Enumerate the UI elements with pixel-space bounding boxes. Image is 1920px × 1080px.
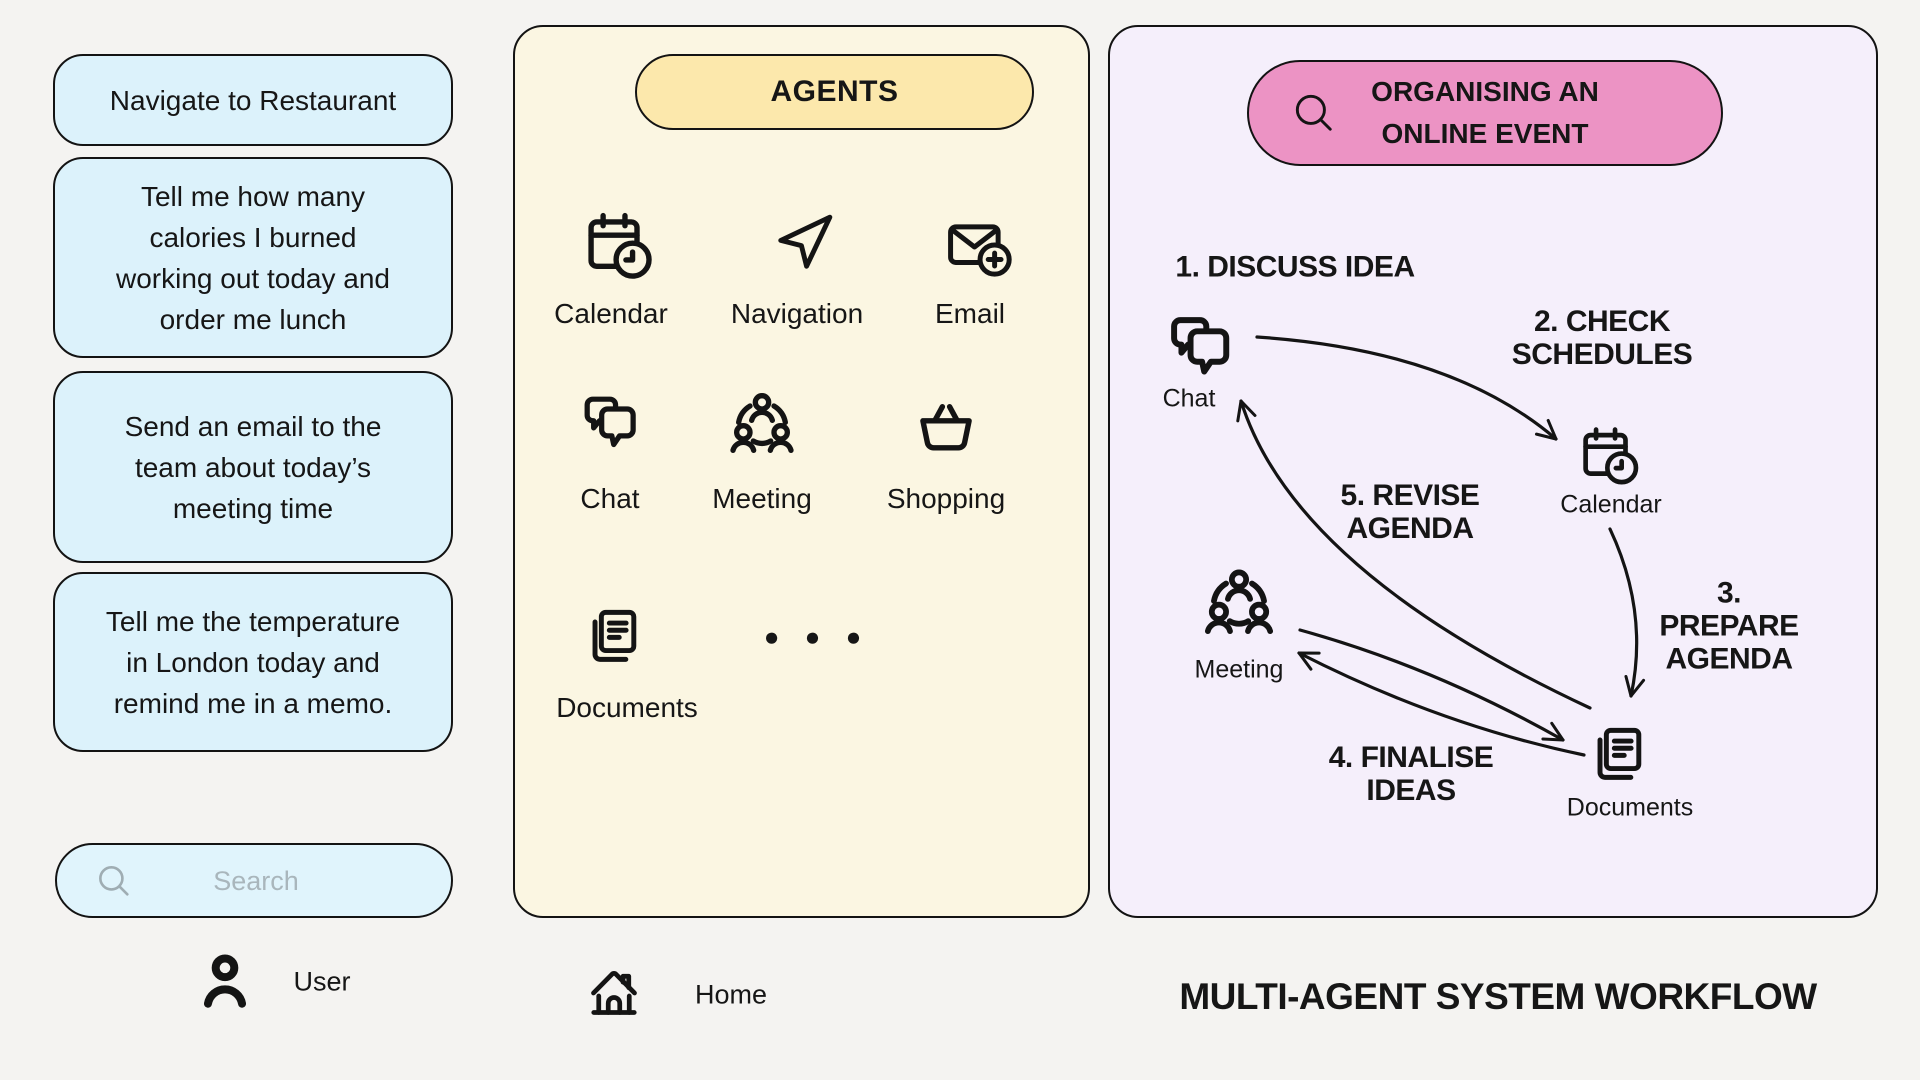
arrow-revise-agenda <box>1236 399 1592 710</box>
home-label[interactable]: Home <box>694 979 768 1010</box>
search-input[interactable] <box>57 845 455 918</box>
workflow-node-label: Meeting <box>1194 655 1284 684</box>
prompt-bubble[interactable]: Send an email to the team about today’s … <box>53 371 453 563</box>
agent-label[interactable]: Email <box>934 298 1006 329</box>
arrow-meeting-to-docs <box>1298 628 1565 742</box>
agent-label[interactable]: Calendar <box>554 298 668 329</box>
workflow-arrows <box>1236 335 1646 757</box>
documents-icon <box>1586 721 1652 787</box>
prompt-bubble[interactable]: Tell me how many calories I burned worki… <box>53 157 453 358</box>
agent-label[interactable]: Documents <box>556 692 698 723</box>
chat-bubbles-icon <box>1158 304 1242 388</box>
workflow-node-label: Documents <box>1566 793 1694 822</box>
agents-panel-title-pill: AGENTS <box>635 54 1034 130</box>
more-agents-ellipsis[interactable]: ● ● ● <box>763 621 871 652</box>
workflow-step-label: 1. DISCUSS IDEA <box>1175 250 1415 284</box>
user-label: User <box>293 966 351 997</box>
page-title: MULTI-AGENT SYSTEM WORKFLOW <box>1179 976 1817 1017</box>
workflow-title-pill: ORGANISING AN ONLINE EVENT <box>1247 60 1723 166</box>
workflow-node-label: Calendar <box>1560 490 1662 519</box>
workflow-node-label: Chat <box>1162 384 1216 413</box>
arrow-check-schedules <box>1255 335 1558 441</box>
arrow-prepare-agenda <box>1608 527 1646 698</box>
calendar-clock-icon[interactable] <box>580 208 656 284</box>
agent-label[interactable]: Meeting <box>712 483 812 514</box>
calendar-clock-icon <box>1576 423 1642 489</box>
workflow-panel: ORGANISING AN ONLINE EVENT Chat <box>1108 25 1878 918</box>
prompt-bubble[interactable]: Navigate to Restaurant <box>53 54 453 146</box>
home-icon[interactable] <box>584 963 644 1023</box>
agents-panel: AGENTS Calendar Navigation Email <box>513 25 1090 918</box>
shopping-basket-icon[interactable] <box>910 392 982 464</box>
chat-bubbles-icon[interactable] <box>573 385 647 459</box>
workflow-step-label: 2. CHECK SCHEDULES <box>1511 305 1693 371</box>
workflow-step-label: 5. REVISE AGENDA <box>1340 479 1480 545</box>
prompt-bubble[interactable]: Tell me the temperature in London today … <box>53 572 453 752</box>
agents-panel-title: AGENTS <box>770 75 899 108</box>
workflow-title: ORGANISING AN ONLINE EVENT <box>1371 76 1599 149</box>
documents-icon[interactable] <box>581 603 647 669</box>
search-bar[interactable] <box>55 843 455 918</box>
agent-label[interactable]: Shopping <box>886 483 1006 514</box>
people-group-icon <box>1196 562 1282 648</box>
search-icon <box>1289 88 1339 138</box>
workflow-step-label: 3. PREPARE AGENDA <box>1659 576 1799 676</box>
arrow-docs-to-meeting <box>1297 651 1586 757</box>
user-icon[interactable] <box>194 949 256 1013</box>
navigation-arrow-icon[interactable] <box>773 212 835 274</box>
agent-label[interactable]: Chat <box>580 483 640 514</box>
mail-plus-icon[interactable] <box>943 212 1013 282</box>
agent-label[interactable]: Navigation <box>730 298 864 329</box>
workflow-step-label: 4. FINALISE IDEAS <box>1328 741 1494 807</box>
people-group-icon[interactable] <box>722 386 802 466</box>
